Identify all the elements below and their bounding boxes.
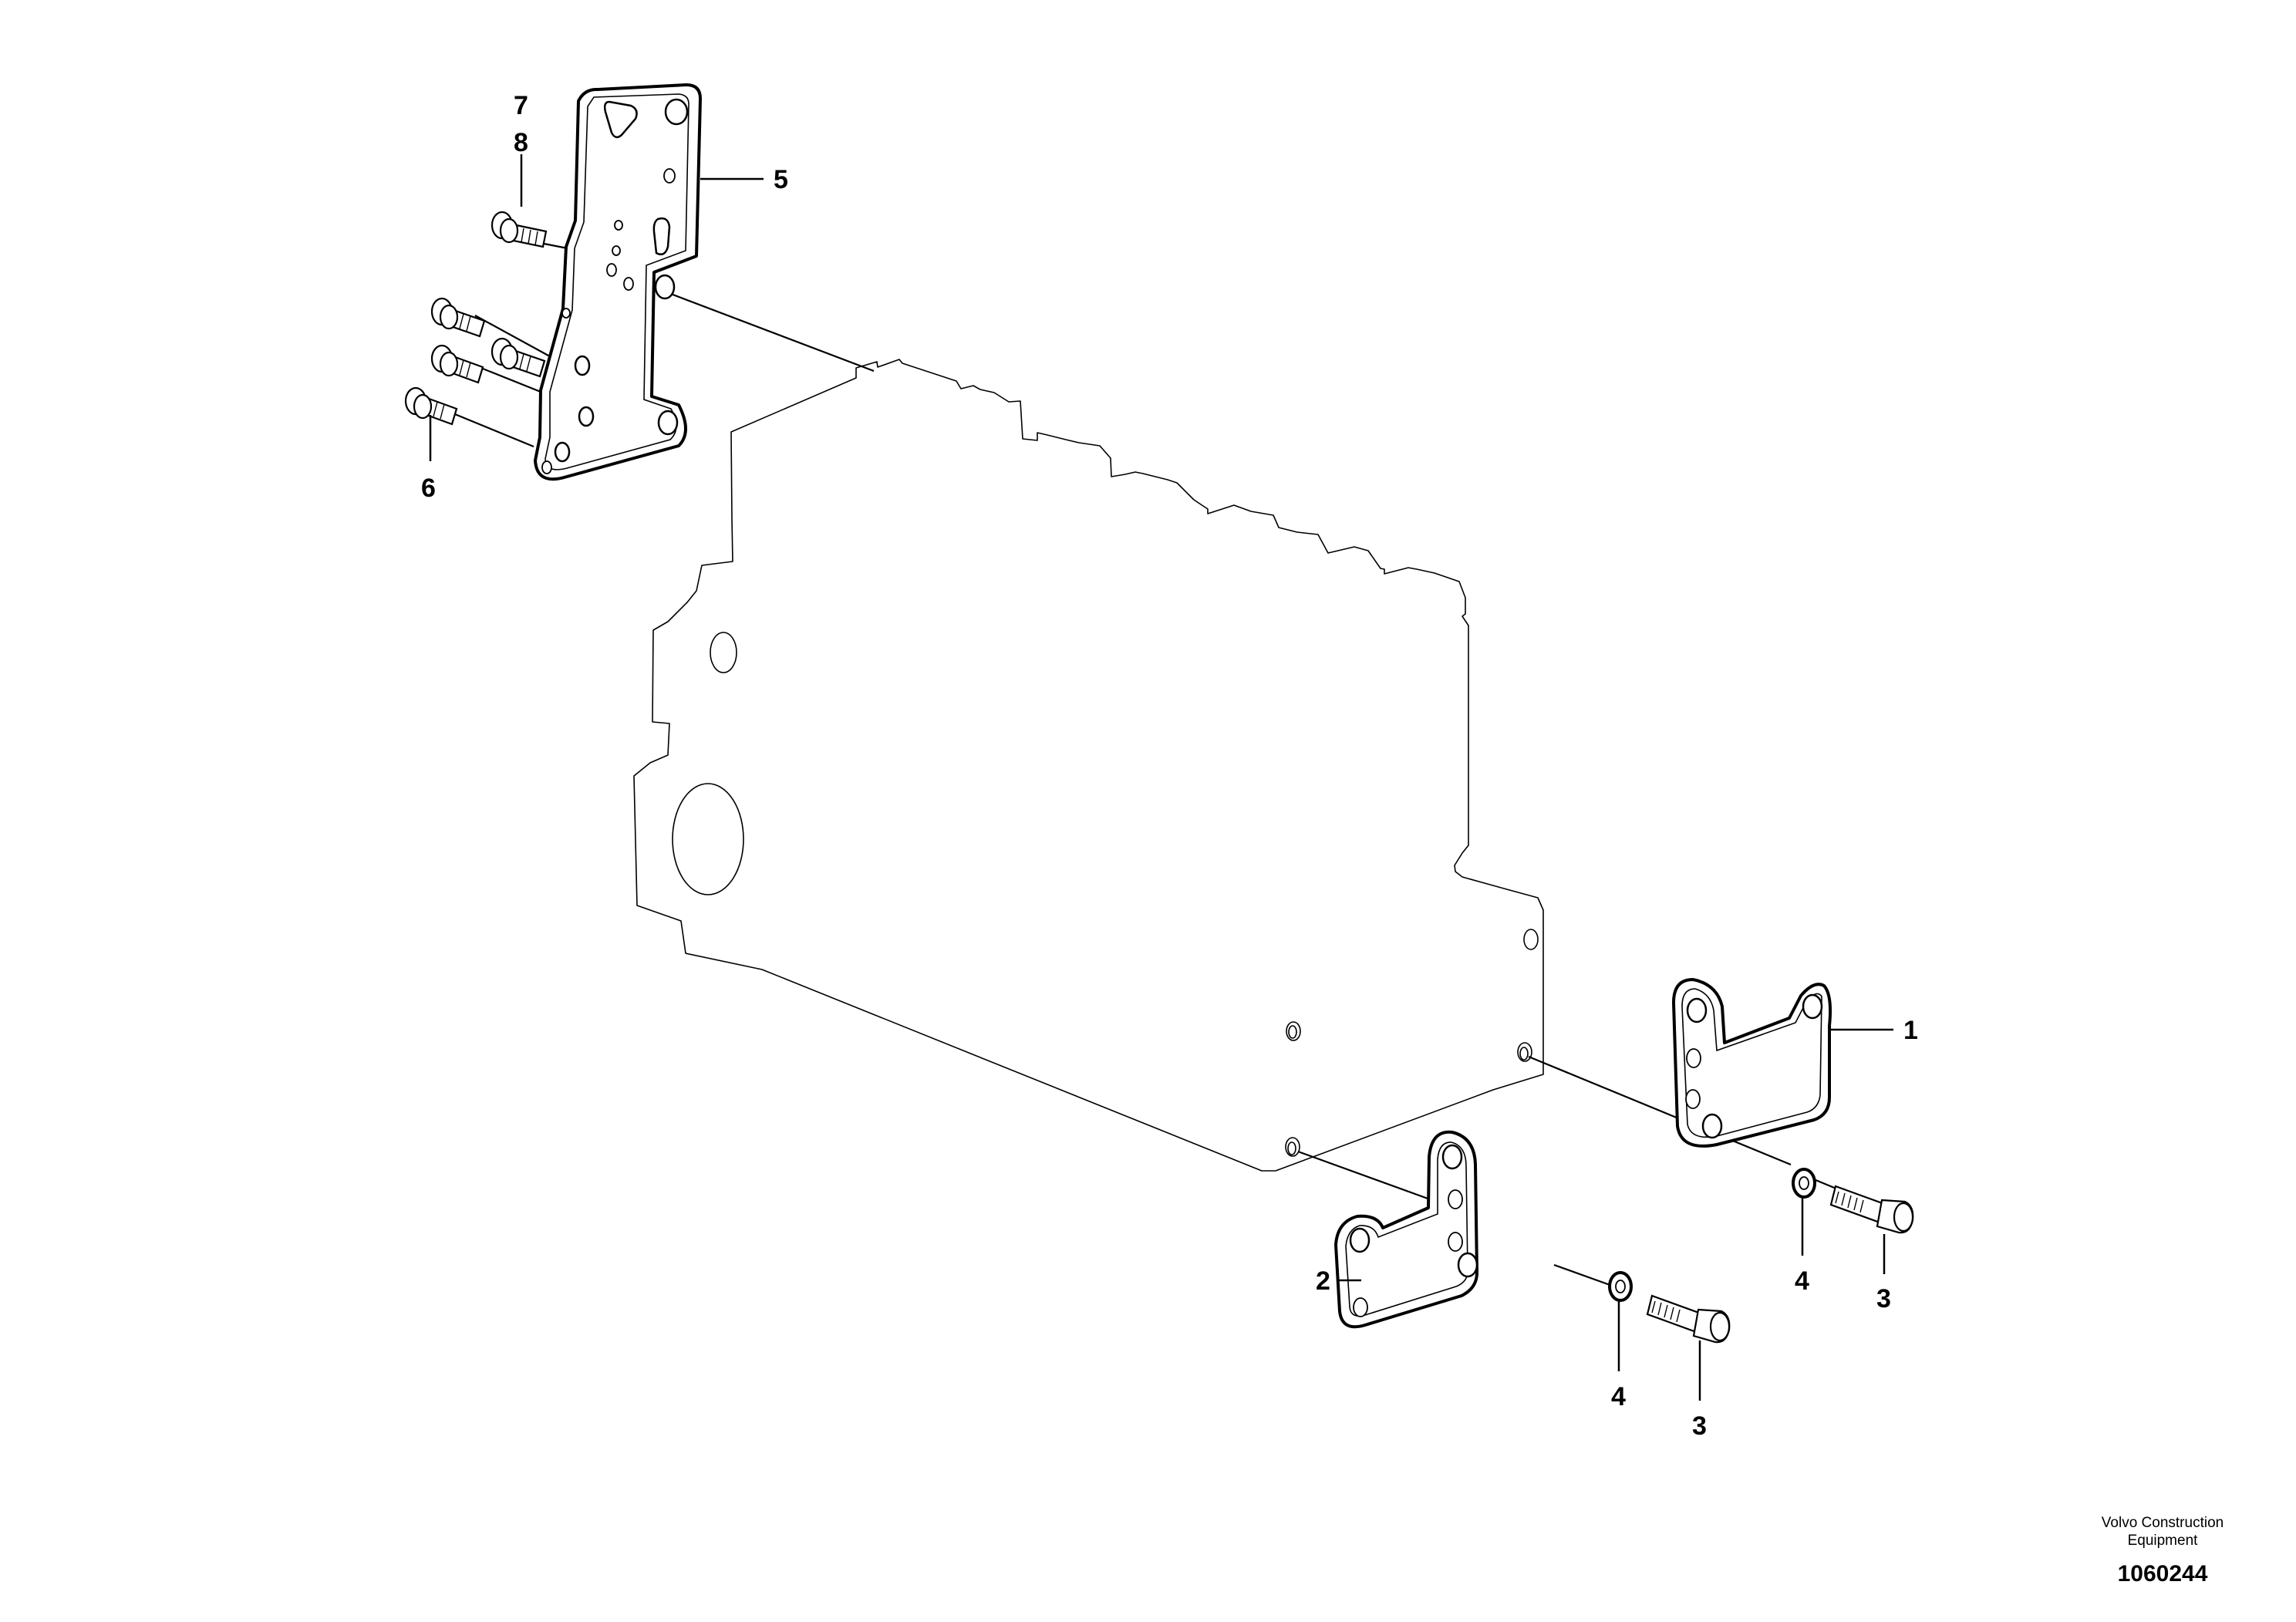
callout-8: 8: [514, 128, 528, 157]
alignment-lines: [450, 238, 1843, 1288]
screw-right: [1829, 1185, 1914, 1234]
callout-5: 5: [774, 165, 788, 194]
front-left-bracket: [1334, 1130, 1478, 1329]
screw-left: [1646, 1294, 1731, 1344]
callouts: 1 2 3 3 4 4 5 6 7 8: [421, 91, 1918, 1441]
engine-block: [633, 359, 1544, 1172]
callout-7: 7: [514, 91, 528, 120]
callout-4-right: 4: [1795, 1266, 1809, 1296]
brand-line-2: Equipment: [2128, 1533, 2199, 1549]
flange-screw-4: [404, 386, 458, 426]
callout-2: 2: [1316, 1266, 1330, 1296]
washer-left: [1608, 1271, 1633, 1302]
rear-engine-bracket: [534, 83, 702, 481]
flange-screw-3: [430, 344, 484, 384]
flange-screw-2: [491, 337, 546, 378]
callout-4-left: 4: [1611, 1382, 1626, 1411]
brand-line-1: Volvo Construction: [2102, 1515, 2224, 1531]
front-right-bracket: [1672, 978, 1832, 1148]
callout-1: 1: [1903, 1016, 1918, 1045]
callout-3-right: 3: [1876, 1284, 1891, 1313]
callout-3-left: 3: [1692, 1411, 1707, 1441]
flange-screw-top: [491, 211, 548, 248]
washer-right: [1792, 1168, 1816, 1199]
flange-screw-1: [430, 297, 486, 338]
callout-6: 6: [421, 474, 436, 503]
document-number: 1060244: [2118, 1561, 2208, 1587]
footer-block: Volvo Construction Equipment 1060244: [2102, 1515, 2224, 1587]
leader-lines: [429, 154, 1893, 1401]
